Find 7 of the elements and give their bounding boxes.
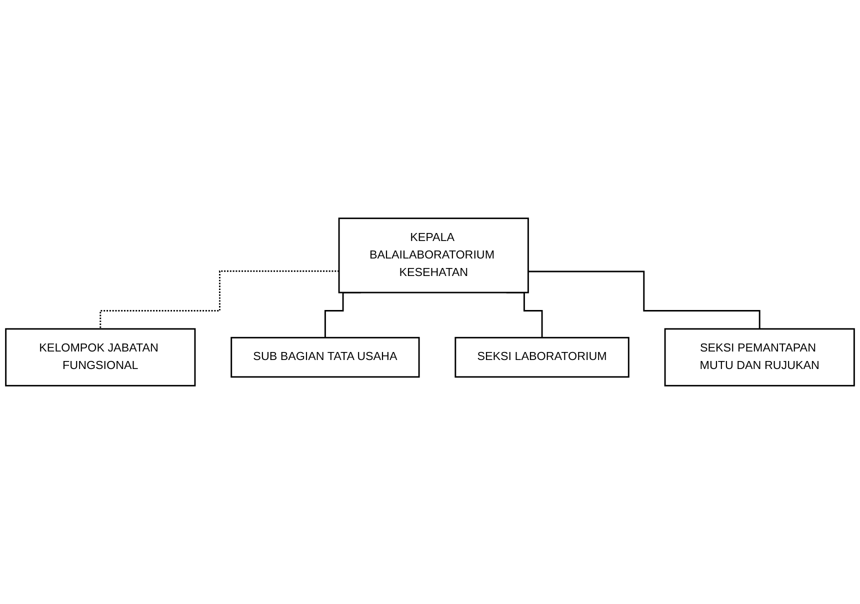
node-box: SEKSI LABORATORIUM: [454, 336, 630, 378]
node-box: KELOMPOK JABATAN FUNGSIONAL: [5, 328, 196, 386]
connector: [100, 270, 340, 330]
node-box: SEKSI PEMANTAPAN MUTU DAN RUJUKAN: [664, 328, 855, 386]
node-box: KEPALA BALAILABORATORIUM KESEHATAN: [338, 218, 529, 294]
connector: [528, 270, 760, 330]
node-box: SUB BAGIAN TATA USAHA: [230, 336, 420, 378]
